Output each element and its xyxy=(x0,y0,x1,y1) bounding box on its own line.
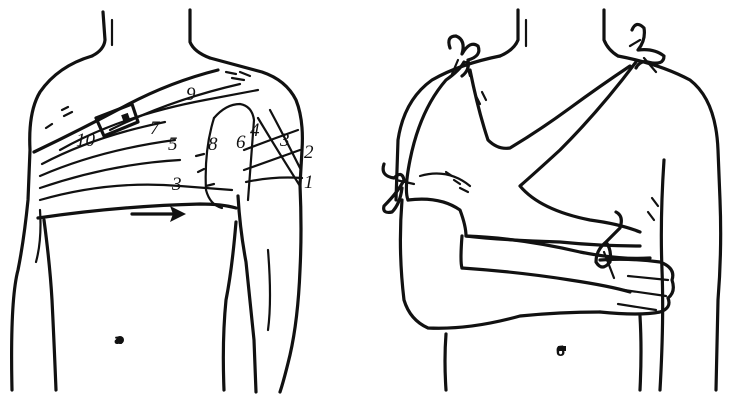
turn-label-6: 6 xyxy=(236,132,246,153)
turn-label-8: 8 xyxy=(208,134,218,155)
left-bandage-turn-a xyxy=(40,185,232,200)
left-bandage-armpit-loop xyxy=(206,118,222,208)
turn-label-4: 4 xyxy=(250,120,260,141)
sling-outline-outer xyxy=(406,62,464,200)
left-spica-line-3 xyxy=(246,178,302,183)
left-bandaged-arm-inner xyxy=(238,196,256,392)
turn-label-2: 2 xyxy=(304,142,314,163)
right-shoulder-right xyxy=(618,56,721,390)
sling-outline-chest xyxy=(470,66,630,148)
right-hatch-3 xyxy=(648,198,658,220)
turn-label-7: 7 xyxy=(150,118,161,139)
figure-right-caption: б xyxy=(556,345,565,360)
left-body-shoulder-left xyxy=(12,56,92,390)
left-bandaged-arm-outer xyxy=(280,185,301,392)
left-hatch-2 xyxy=(226,72,250,80)
turn-label-5: 5 xyxy=(168,134,178,155)
figure-right-sling: б xyxy=(383,10,721,390)
figure-left-shoulder-bandage: 1 2 3 4 3 5 6 7 8 9 10 а xyxy=(12,10,314,392)
turn-label-1: 1 xyxy=(304,172,314,193)
right-upper-arm-inner xyxy=(461,236,462,268)
turn-label-3-chest: 3 xyxy=(171,174,182,195)
left-torso-side-left xyxy=(44,220,56,390)
left-bandage-lower-edge xyxy=(38,204,236,218)
left-bandage-shoulder-fold xyxy=(214,104,254,200)
right-upper-arm-outer xyxy=(400,200,600,328)
right-neck-outline-right xyxy=(604,10,618,56)
left-neck-outline-right xyxy=(190,10,210,58)
right-forearm-lower xyxy=(462,268,630,292)
turn-label-10: 10 xyxy=(76,130,96,151)
figure-left-caption: а xyxy=(114,333,123,348)
right-belly-line xyxy=(640,316,641,390)
sling-knot-left-shoulder xyxy=(449,36,479,76)
left-arm-crease xyxy=(268,250,270,330)
turn-label-9: 9 xyxy=(186,84,196,105)
right-torso-right xyxy=(660,160,664,390)
left-torso-side-right xyxy=(223,222,236,390)
sling-outline-diagonal xyxy=(520,62,640,232)
right-torso-left-lower xyxy=(445,334,446,390)
right-neck-outline-left xyxy=(500,10,518,56)
turn-label-3-shoulder: 3 xyxy=(279,130,290,151)
left-neck-outline-left xyxy=(92,12,105,56)
left-hatch-1 xyxy=(46,107,72,128)
sling-inner-fold xyxy=(420,174,470,186)
right-hand-fingers xyxy=(618,276,668,310)
